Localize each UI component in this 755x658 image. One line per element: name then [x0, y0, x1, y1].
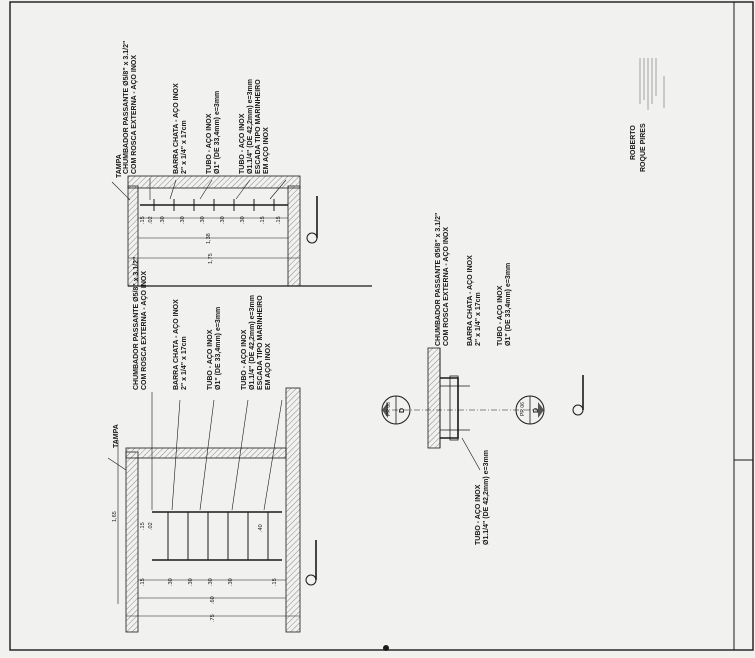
detail-left-elevation: TAMPA CHUMBADOR PASSANTE Ø5/8" x 3.1/2" …: [107, 257, 317, 633]
callout-label: TUBO - AÇO INOX: [207, 329, 214, 390]
callout-label: CHUMBADOR PASSANTE Ø5/8" x 3.1/2": [133, 257, 140, 390]
sheet-border: [9, 1, 754, 651]
dimension-lines: [117, 440, 300, 617]
dimension-text: 1,65: [112, 511, 118, 522]
rung-profile: [440, 377, 459, 439]
callout-label: EM AÇO INOX: [265, 343, 272, 390]
callout-label: TUBO - AÇO INOX: [239, 113, 246, 174]
dimension-lines: [128, 217, 300, 259]
dimension-text: 1,75: [208, 253, 214, 264]
dimension-text: .30: [220, 216, 226, 224]
dimension-text: .30: [228, 578, 234, 586]
detail-top-elevation: TAMPA CHUMBADOR PASSANTE Ø5/8" x 3.1/2" …: [111, 41, 372, 287]
callout-labels: CHUMBADOR PASSANTE Ø5/8" x 3.1/2" COM RO…: [435, 213, 512, 346]
section-marker-left: D PR 06: [381, 395, 411, 425]
callout-label: ESCADA TIPO MARINHEIRO: [255, 79, 262, 174]
dimension-text: .60: [210, 596, 216, 604]
callout-label: TUBO - AÇO INOX: [241, 329, 248, 390]
tampa-label: TAMPA: [113, 424, 120, 448]
leader-lines: [149, 178, 287, 200]
tube-leader: [461, 437, 481, 471]
marker-ref: PR 06: [386, 402, 392, 416]
callout-labels: CHUMBADOR PASSANTE Ø5/8" x 3.1/2" COM RO…: [133, 257, 272, 390]
callout-label: 2" x 1/4" x 17cm: [181, 336, 188, 390]
left-wall: [125, 451, 139, 633]
tampa-leader: [107, 457, 127, 471]
author-name-line2: ROQUE PIRES: [640, 123, 647, 172]
detail-marker: [306, 196, 318, 244]
title-block: ROBERTO ROQUE PIRES: [630, 58, 665, 172]
callout-label: ESCADA TIPO MARINHEIRO: [257, 295, 264, 390]
dimension-text: .30: [168, 578, 174, 586]
detail-marker: [572, 375, 584, 416]
ladder-rungs: [153, 199, 275, 211]
callout-label: TUBO - AÇO INOX: [497, 285, 504, 346]
dimension-text: .75: [210, 614, 216, 622]
dimension-text: .30: [160, 216, 166, 224]
callout-labels: CHUMBADOR PASSANTE Ø5/8" x 3.1/2" COM RO…: [123, 41, 270, 174]
callout-label: 2" x 1/4" x 17cm: [475, 292, 482, 346]
credential-scribble: [639, 58, 665, 110]
dimension-text: .15: [140, 522, 146, 530]
dimension-text: .30: [180, 216, 186, 224]
dimension-text: 1,38: [206, 233, 212, 244]
dimension-text: .15: [260, 216, 266, 224]
tube-label: Ø1.1/4" (DE 42,2mm) e=3mm: [483, 450, 490, 545]
dimension-text: .15: [140, 216, 146, 224]
ladder-rungs: [167, 512, 269, 560]
dimension-text: .30: [240, 216, 246, 224]
dimension-text: .40: [258, 524, 264, 532]
dimension-texts: 1,38 1,75 .15 .02 .30 .30 .30 .30 .30 .1…: [140, 216, 282, 264]
callout-label: CHUMBADOR PASSANTE Ø5/8" x 3.1/2": [123, 41, 130, 174]
callout-label: COM ROSCA EXTERNA - AÇO INOX: [141, 271, 148, 390]
callout-label: BARRA CHATA - AÇO INOX: [173, 83, 180, 174]
right-wall: [285, 387, 301, 633]
detail-marker: [305, 540, 317, 586]
callout-label: COM ROSCA EXTERNA - AÇO INOX: [443, 227, 450, 346]
dimension-text: .02: [148, 216, 154, 224]
callout-label: Ø1" (DE 33,4mm) e=3mm: [215, 307, 222, 390]
callout-label: BARRA CHATA - AÇO INOX: [467, 255, 474, 346]
registration-dot: [383, 645, 389, 651]
callout-label: TUBO - AÇO INOX: [206, 113, 213, 174]
leader-lines: [151, 392, 283, 511]
top-slab: [127, 175, 301, 189]
dimension-text: .15: [140, 578, 146, 586]
callout-label: Ø1.1/4" (DE 42,2mm) e=3mm: [249, 295, 256, 390]
callout-label: Ø1" (DE 33,4mm) e=3mm: [214, 91, 221, 174]
dimension-texts: 1,65 .15 .15 .02 .30 .30 .30 .30 .40 .15…: [112, 511, 278, 622]
wall-section: [427, 347, 441, 449]
detail-plan: CHUMBADOR PASSANTE Ø5/8" x 3.1/2" COM RO…: [381, 213, 584, 545]
marker-ref: PR 06: [520, 402, 526, 416]
dimension-text: .15: [276, 216, 282, 224]
section-marker-right: D PR 06: [515, 395, 545, 425]
callout-label: Ø1.1/4" (DE 42,2mm) e=3mm: [247, 79, 254, 174]
top-slab: [125, 447, 287, 459]
marker-letter: D: [533, 408, 540, 413]
callout-label: 2" x 1/4" x 17cm: [181, 120, 188, 174]
marker-letter: D: [399, 408, 406, 413]
dimension-text: .15: [272, 578, 278, 586]
dimension-text: .30: [208, 578, 214, 586]
dimension-text: .02: [148, 522, 154, 530]
rung-bar: [449, 375, 459, 441]
dimension-text: .30: [188, 578, 194, 586]
author-name-line1: ROBERTO: [630, 125, 637, 160]
callout-label: Ø1" (DE 33,4mm) e=3mm: [505, 263, 512, 346]
tube-label: TUBO - AÇO INOX: [475, 484, 482, 545]
right-wall: [287, 185, 301, 287]
callout-label: EM AÇO INOX: [263, 127, 270, 174]
tube-callout: TUBO - AÇO INOX Ø1.1/4" (DE 42,2mm) e=3m…: [461, 437, 490, 545]
callout-label: COM ROSCA EXTERNA - AÇO INOX: [131, 55, 138, 174]
callout-label: BARRA CHATA - AÇO INOX: [173, 299, 180, 390]
callout-label: CHUMBADOR PASSANTE Ø5/8" x 3.1/2": [435, 213, 442, 346]
tampa-leader: [111, 181, 131, 201]
dimension-text: .30: [200, 216, 206, 224]
tampa-label: TAMPA: [116, 154, 123, 178]
